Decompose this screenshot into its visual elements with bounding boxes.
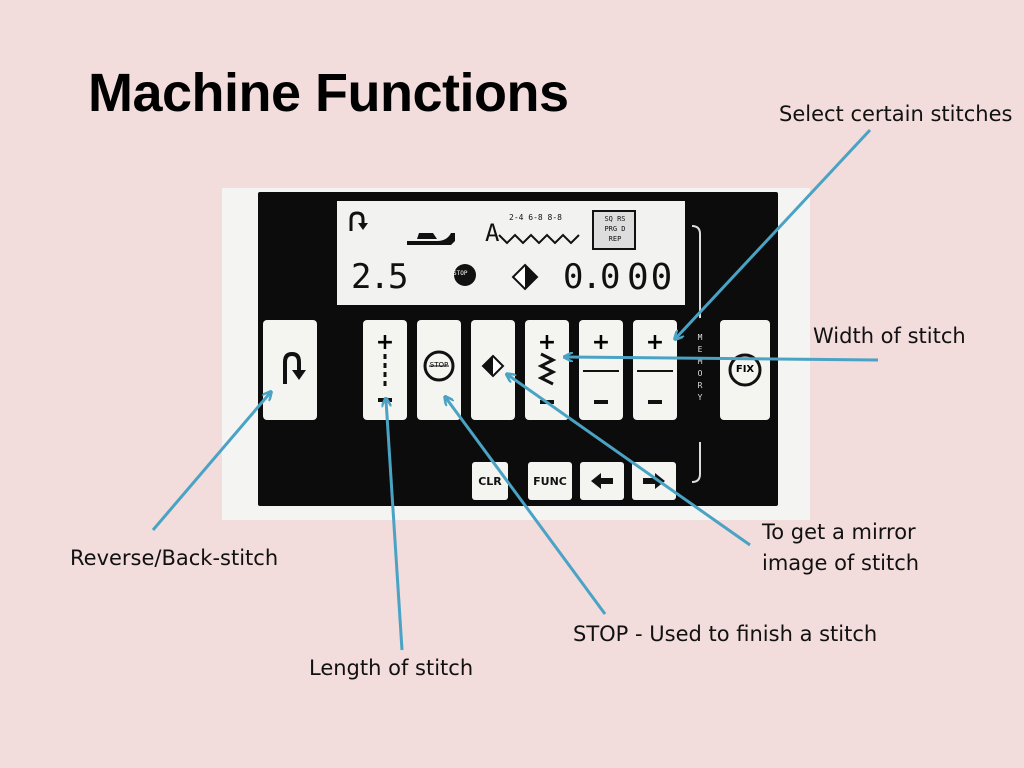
select-plus-minus-button-1[interactable]: + [579,320,623,420]
memory-letter: Y [697,393,703,402]
label-reverse: Reverse/Back-stitch [70,546,279,570]
func-button[interactable]: FUNC [528,462,572,500]
plus-icon: + [375,330,395,355]
plus-icon: + [591,330,611,355]
label-mirror-line: To get a mirror [762,520,916,544]
plus-icon: + [537,330,557,355]
clr-button[interactable]: CLR [472,462,508,500]
lcd-stop-icon [454,264,476,286]
fix-icon [728,353,762,387]
arrow-mirror [508,375,751,547]
lcd-sequence-numbers: 2-4 6-8 8-8 [509,213,562,222]
lcd-pattern-number: 00 [627,257,675,298]
reverse-button[interactable] [263,320,317,420]
control-panel: A 2-4 6-8 8-8 SQ RS PRG D REP STOP 2.5 0… [258,192,778,506]
divider-line [637,370,673,372]
badge-line: SQ RS [604,215,626,223]
memory-letter: O [697,369,703,378]
memory-letter: M [697,357,703,366]
arrow-right-icon [643,473,665,489]
label-length: Length of stitch [309,656,474,680]
arrow-select-stitches [676,128,872,338]
lcd-memory-badge-text: SQ RS PRG D REP [596,214,634,244]
lcd-reverse-arrow [358,223,368,230]
memory-letter: R [697,381,703,390]
label-mirror-line: image of stitch [762,551,920,575]
arrow-width [566,357,879,360]
minus-icon [648,400,662,404]
arrow-left-icon [591,473,613,489]
memory-bracket [691,225,701,483]
slide-title: Machine Functions [88,63,569,123]
minus-icon [594,400,608,404]
plus-icon: + [645,330,665,355]
label-select-stitches: Select certain stitches [779,102,1013,126]
divider-line [583,370,619,372]
badge-line: REP [608,235,622,243]
lcd-display: A 2-4 6-8 8-8 SQ RS PRG D REP STOP 2.5 0… [337,201,685,305]
arrow-length [386,400,404,651]
memory-letter: E [697,345,703,354]
lcd-stitch-length: 2.5 [351,257,408,297]
lcd-stop-text: STOP [453,270,468,277]
label-width: Width of stitch [813,324,966,348]
lcd-foot-icon [407,233,455,245]
lcd-stitch-sequence-icon [498,233,580,245]
stop-icon [423,350,455,382]
fix-button[interactable]: FIX [720,320,770,420]
fix-key-label: FIX [735,364,755,375]
memory-label: M E M O R Y [695,332,705,404]
lcd-memory-badge [592,210,636,250]
memory-letter: M [697,333,703,342]
lcd-letter: A [485,219,500,247]
badge-line: PRG D [604,225,626,233]
left-arrow-button[interactable] [580,462,624,500]
stop-key-label: STOP [429,361,449,369]
label-stop: STOP - Used to finish a stitch [573,622,878,646]
reverse-icon [283,351,306,384]
arrow-reverse [151,393,270,531]
mirror-button[interactable] [471,320,515,420]
label-mirror: To get a mirror image of stitch [762,517,919,579]
arrow-stop [446,398,607,615]
lcd-stitch-width: 0.0 [563,257,620,297]
select-plus-minus-button-2[interactable]: + [633,320,677,420]
zigzag-icon [537,352,557,386]
lcd-icons [349,210,636,291]
control-panel-image: A 2-4 6-8 8-8 SQ RS PRG D REP STOP 2.5 0… [222,188,810,520]
lcd-reverse-icon [349,211,365,231]
mirror-icon [481,354,505,378]
